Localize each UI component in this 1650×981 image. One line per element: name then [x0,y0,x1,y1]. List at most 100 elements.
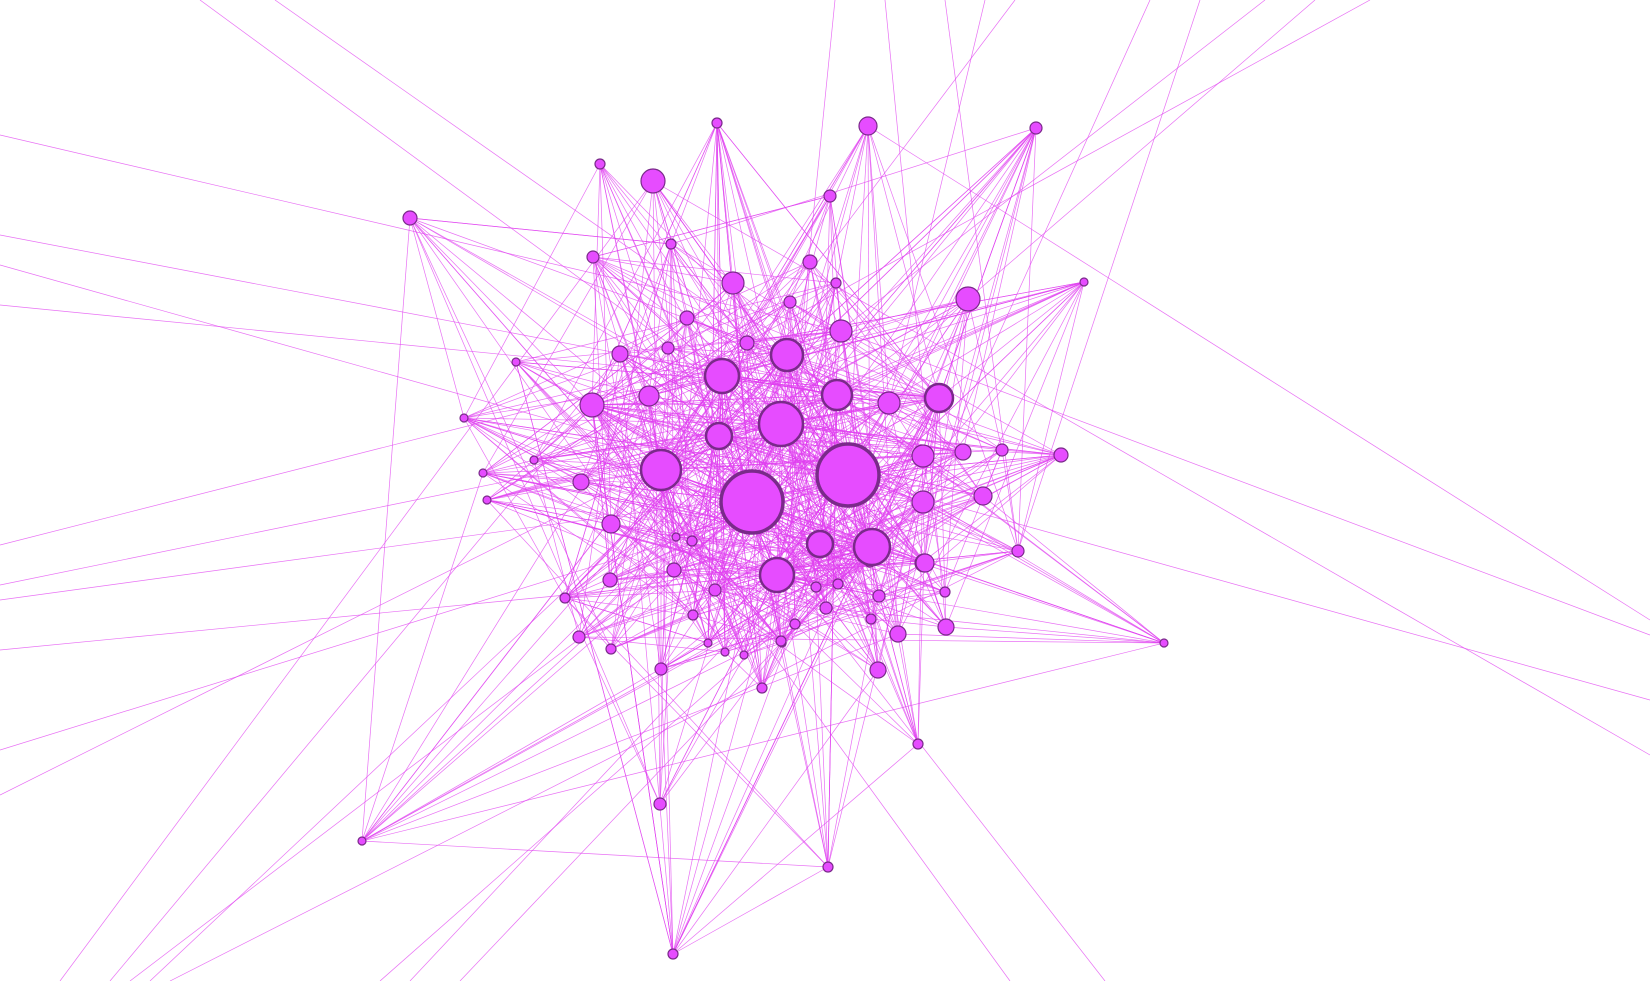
graph-node-65[interactable] [810,581,822,593]
graph-node-20[interactable] [601,514,621,534]
graph-node-61[interactable] [756,682,768,694]
graph-node-77[interactable] [529,455,539,465]
graph-node-83[interactable] [1159,638,1169,648]
graph-node-79[interactable] [653,797,667,811]
graph-node-30[interactable] [889,625,907,643]
graph-node-51[interactable] [572,630,586,644]
graph-node-39[interactable] [711,117,723,129]
graph-node-1[interactable] [815,442,881,508]
graph-node-27[interactable] [995,443,1009,457]
graph-edge-840 [515,361,693,542]
graph-node-69[interactable] [872,589,886,603]
graph-node-46[interactable] [661,341,675,355]
graph-node-9[interactable] [704,421,734,451]
graph-edge-577 [945,281,1085,628]
graph-node-35[interactable] [739,335,755,351]
graph-node-4[interactable] [703,357,741,395]
graph-node-75[interactable] [478,468,488,478]
graph-edge-588 [847,474,879,671]
graph-node-56[interactable] [708,583,722,597]
graph-node-47[interactable] [830,277,842,289]
graph-node-53[interactable] [666,562,682,578]
graph-node-2[interactable] [639,448,683,492]
graph-edge-542 [922,455,946,593]
graph-node-14[interactable] [721,271,745,295]
graph-node-59[interactable] [720,647,730,657]
graph-node-66[interactable] [819,601,833,615]
graph-edge-303 [409,217,788,356]
graph-node-12[interactable] [805,529,835,559]
graph-edge-640 [673,122,718,571]
graph-edge-912 [0,435,720,796]
graph-edge-104 [660,195,831,471]
graph-node-40[interactable] [1029,121,1043,135]
graph-node-43[interactable] [594,158,606,170]
graph-node-71[interactable] [912,738,924,750]
graph-node-8[interactable] [820,378,854,412]
graph-edge-713 [409,217,612,650]
graph-node-48[interactable] [572,473,590,491]
graph-node-36[interactable] [783,295,797,309]
graph-node-42[interactable] [402,210,418,226]
graph-node-24[interactable] [911,490,935,514]
graph-node-45[interactable] [665,238,677,250]
graph-node-32[interactable] [915,553,935,573]
graph-edge-784 [692,614,782,642]
graph-node-68[interactable] [865,613,877,625]
graph-node-26[interactable] [954,443,972,461]
graph-node-38[interactable] [823,189,837,203]
graph-node-72[interactable] [939,586,951,598]
graph-edge-549 [922,501,1165,644]
graph-edge-469 [591,394,838,406]
graph-node-44[interactable] [586,250,600,264]
graph-node-21[interactable] [1053,447,1069,463]
graph-node-15[interactable] [858,116,878,136]
graph-node-22[interactable] [973,486,993,506]
graph-node-50[interactable] [602,572,618,588]
graph-node-13[interactable] [640,168,666,194]
graph-node-31[interactable] [869,661,887,679]
graph-node-23[interactable] [911,444,935,468]
graph-node-76[interactable] [482,495,492,505]
graph-node-34[interactable] [679,310,695,326]
graph-node-28[interactable] [1011,544,1025,558]
graph-node-3[interactable] [757,400,805,448]
graph-node-49[interactable] [559,592,571,604]
graph-node-82[interactable] [822,861,834,873]
graph-node-10[interactable] [923,382,955,414]
graph-edge-689 [580,481,694,616]
graph-edge-238 [776,501,924,576]
graph-node-81[interactable] [357,836,367,846]
graph-node-54[interactable] [686,535,698,547]
graph-node-41[interactable] [1079,277,1089,287]
graph-node-7[interactable] [769,337,805,373]
graph-node-63[interactable] [789,618,801,630]
graph-node-5[interactable] [852,527,892,567]
graph-node-67[interactable] [832,578,844,590]
graph-node-57[interactable] [687,609,699,621]
graph-edge-532 [870,454,1062,620]
graph-node-37[interactable] [802,254,818,270]
graph-node-64[interactable] [775,635,787,647]
graph-node-6[interactable] [758,556,796,594]
graph-node-19[interactable] [638,385,660,407]
graph-node-78[interactable] [654,662,668,676]
graph-node-0[interactable] [719,469,785,535]
graph-edge-837 [515,361,782,642]
graph-edge-861 [533,459,580,638]
graph-edge-906 [0,304,723,377]
graph-node-17[interactable] [829,319,853,343]
graph-edge-300 [786,127,1037,356]
graph-node-73[interactable] [511,357,521,367]
graph-node-74[interactable] [459,413,469,423]
graph-node-80[interactable] [667,948,679,960]
graph-node-11[interactable] [579,392,605,418]
graph-node-16[interactable] [955,286,981,312]
graph-node-52[interactable] [605,643,617,655]
graph-node-29[interactable] [937,618,955,636]
graph-node-18[interactable] [877,391,901,415]
graph-node-55[interactable] [671,532,681,542]
graph-node-33[interactable] [611,345,629,363]
graph-node-58[interactable] [703,638,713,648]
graph-node-60[interactable] [739,650,749,660]
